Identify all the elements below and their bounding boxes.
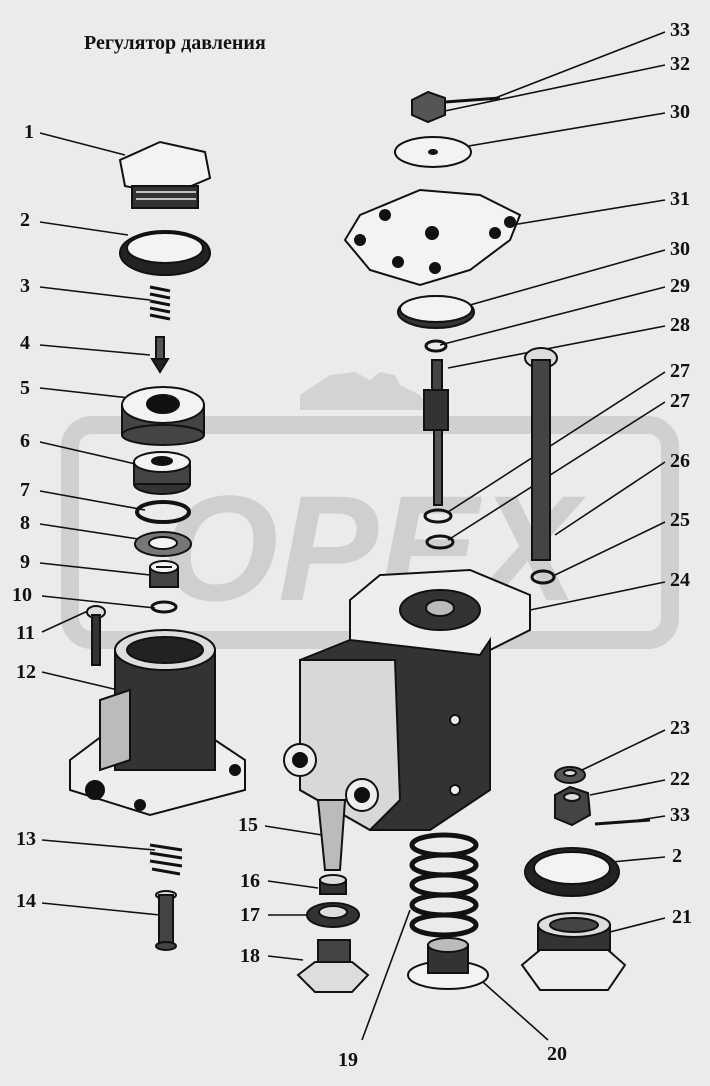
label-2: 2 xyxy=(20,209,30,231)
label-17: 17 xyxy=(240,904,260,926)
label-13: 13 xyxy=(16,828,36,850)
label-10: 10 xyxy=(12,584,32,606)
part-6-piston xyxy=(133,451,191,495)
part-29-small-ring xyxy=(424,339,448,353)
label-29: 29 xyxy=(670,275,690,297)
part-23-ring xyxy=(554,766,586,784)
label-28: 28 xyxy=(670,314,690,336)
label-25: 25 xyxy=(670,509,690,531)
part-33-split-pin xyxy=(594,818,651,826)
part-5-threaded-disc xyxy=(121,386,205,446)
part-32-castle-nut xyxy=(411,90,501,124)
label-15: 15 xyxy=(238,814,258,836)
label-23: 23 xyxy=(670,717,690,739)
label-24: 24 xyxy=(670,569,690,591)
part-26-long-bolt xyxy=(524,347,558,561)
part-27-ring-a xyxy=(423,508,453,524)
label-21: 21 xyxy=(672,906,692,928)
label-11: 11 xyxy=(16,622,35,644)
part-1-hex-cap xyxy=(118,140,212,209)
part-14-pin xyxy=(155,890,177,951)
part-25-washer xyxy=(530,569,556,585)
label-2-right: 2 xyxy=(672,845,682,867)
part-3-spring xyxy=(149,285,171,321)
label-5: 5 xyxy=(20,377,30,399)
part-30-lower-disc xyxy=(397,295,475,329)
part-19-big-spring xyxy=(409,832,479,938)
part-11-bolt xyxy=(86,605,106,666)
label-26: 26 xyxy=(670,450,690,472)
label-32: 32 xyxy=(670,53,690,75)
label-1: 1 xyxy=(24,121,34,143)
label-27-b: 27 xyxy=(670,390,690,412)
label-7: 7 xyxy=(20,479,30,501)
part-8-washer xyxy=(134,531,192,557)
part-10-small-ring xyxy=(150,600,178,614)
part-24-main-body xyxy=(283,568,531,832)
part-16-small-cylinder xyxy=(319,874,347,895)
part-27-ring-b xyxy=(425,534,455,550)
part-28-valve-stem xyxy=(423,359,449,506)
label-30-lower: 30 xyxy=(670,238,690,260)
part-20-spring-seat xyxy=(407,937,489,990)
label-12: 12 xyxy=(16,661,36,683)
label-6: 6 xyxy=(20,430,30,452)
label-4: 4 xyxy=(20,332,30,354)
label-19: 19 xyxy=(338,1049,358,1071)
part-7-o-ring xyxy=(135,500,191,524)
left-assembly xyxy=(69,140,246,951)
label-33-upper: 33 xyxy=(670,19,690,41)
part-9-valve-head xyxy=(149,560,179,588)
part-2-ring-right xyxy=(524,847,620,897)
label-3: 3 xyxy=(20,275,30,297)
part-13-spring xyxy=(149,843,183,876)
part-30-upper-disc xyxy=(394,136,472,168)
part-2-ring xyxy=(119,230,211,276)
part-31-diaphragm xyxy=(343,188,522,287)
label-20: 20 xyxy=(547,1043,567,1065)
part-22-castle-nut xyxy=(554,785,592,827)
label-14: 14 xyxy=(16,890,36,912)
label-22: 22 xyxy=(670,768,690,790)
part-4-valve-pin xyxy=(150,336,170,374)
right-assembly xyxy=(283,90,651,993)
label-9: 9 xyxy=(20,551,30,573)
label-27-a: 27 xyxy=(670,360,690,382)
label-30-upper: 30 xyxy=(670,101,690,123)
diagram-title: Регулятор давления xyxy=(84,32,266,54)
label-31: 31 xyxy=(670,188,690,210)
label-16: 16 xyxy=(240,870,260,892)
part-15-cone xyxy=(316,799,347,871)
part-21-hex-plug xyxy=(520,912,627,991)
part-18-hex-plug xyxy=(296,939,370,993)
label-18: 18 xyxy=(240,945,260,967)
part-12-body xyxy=(69,629,246,817)
label-33-lower: 33 xyxy=(670,804,690,826)
label-8: 8 xyxy=(20,512,30,534)
part-17-ring xyxy=(306,902,360,928)
